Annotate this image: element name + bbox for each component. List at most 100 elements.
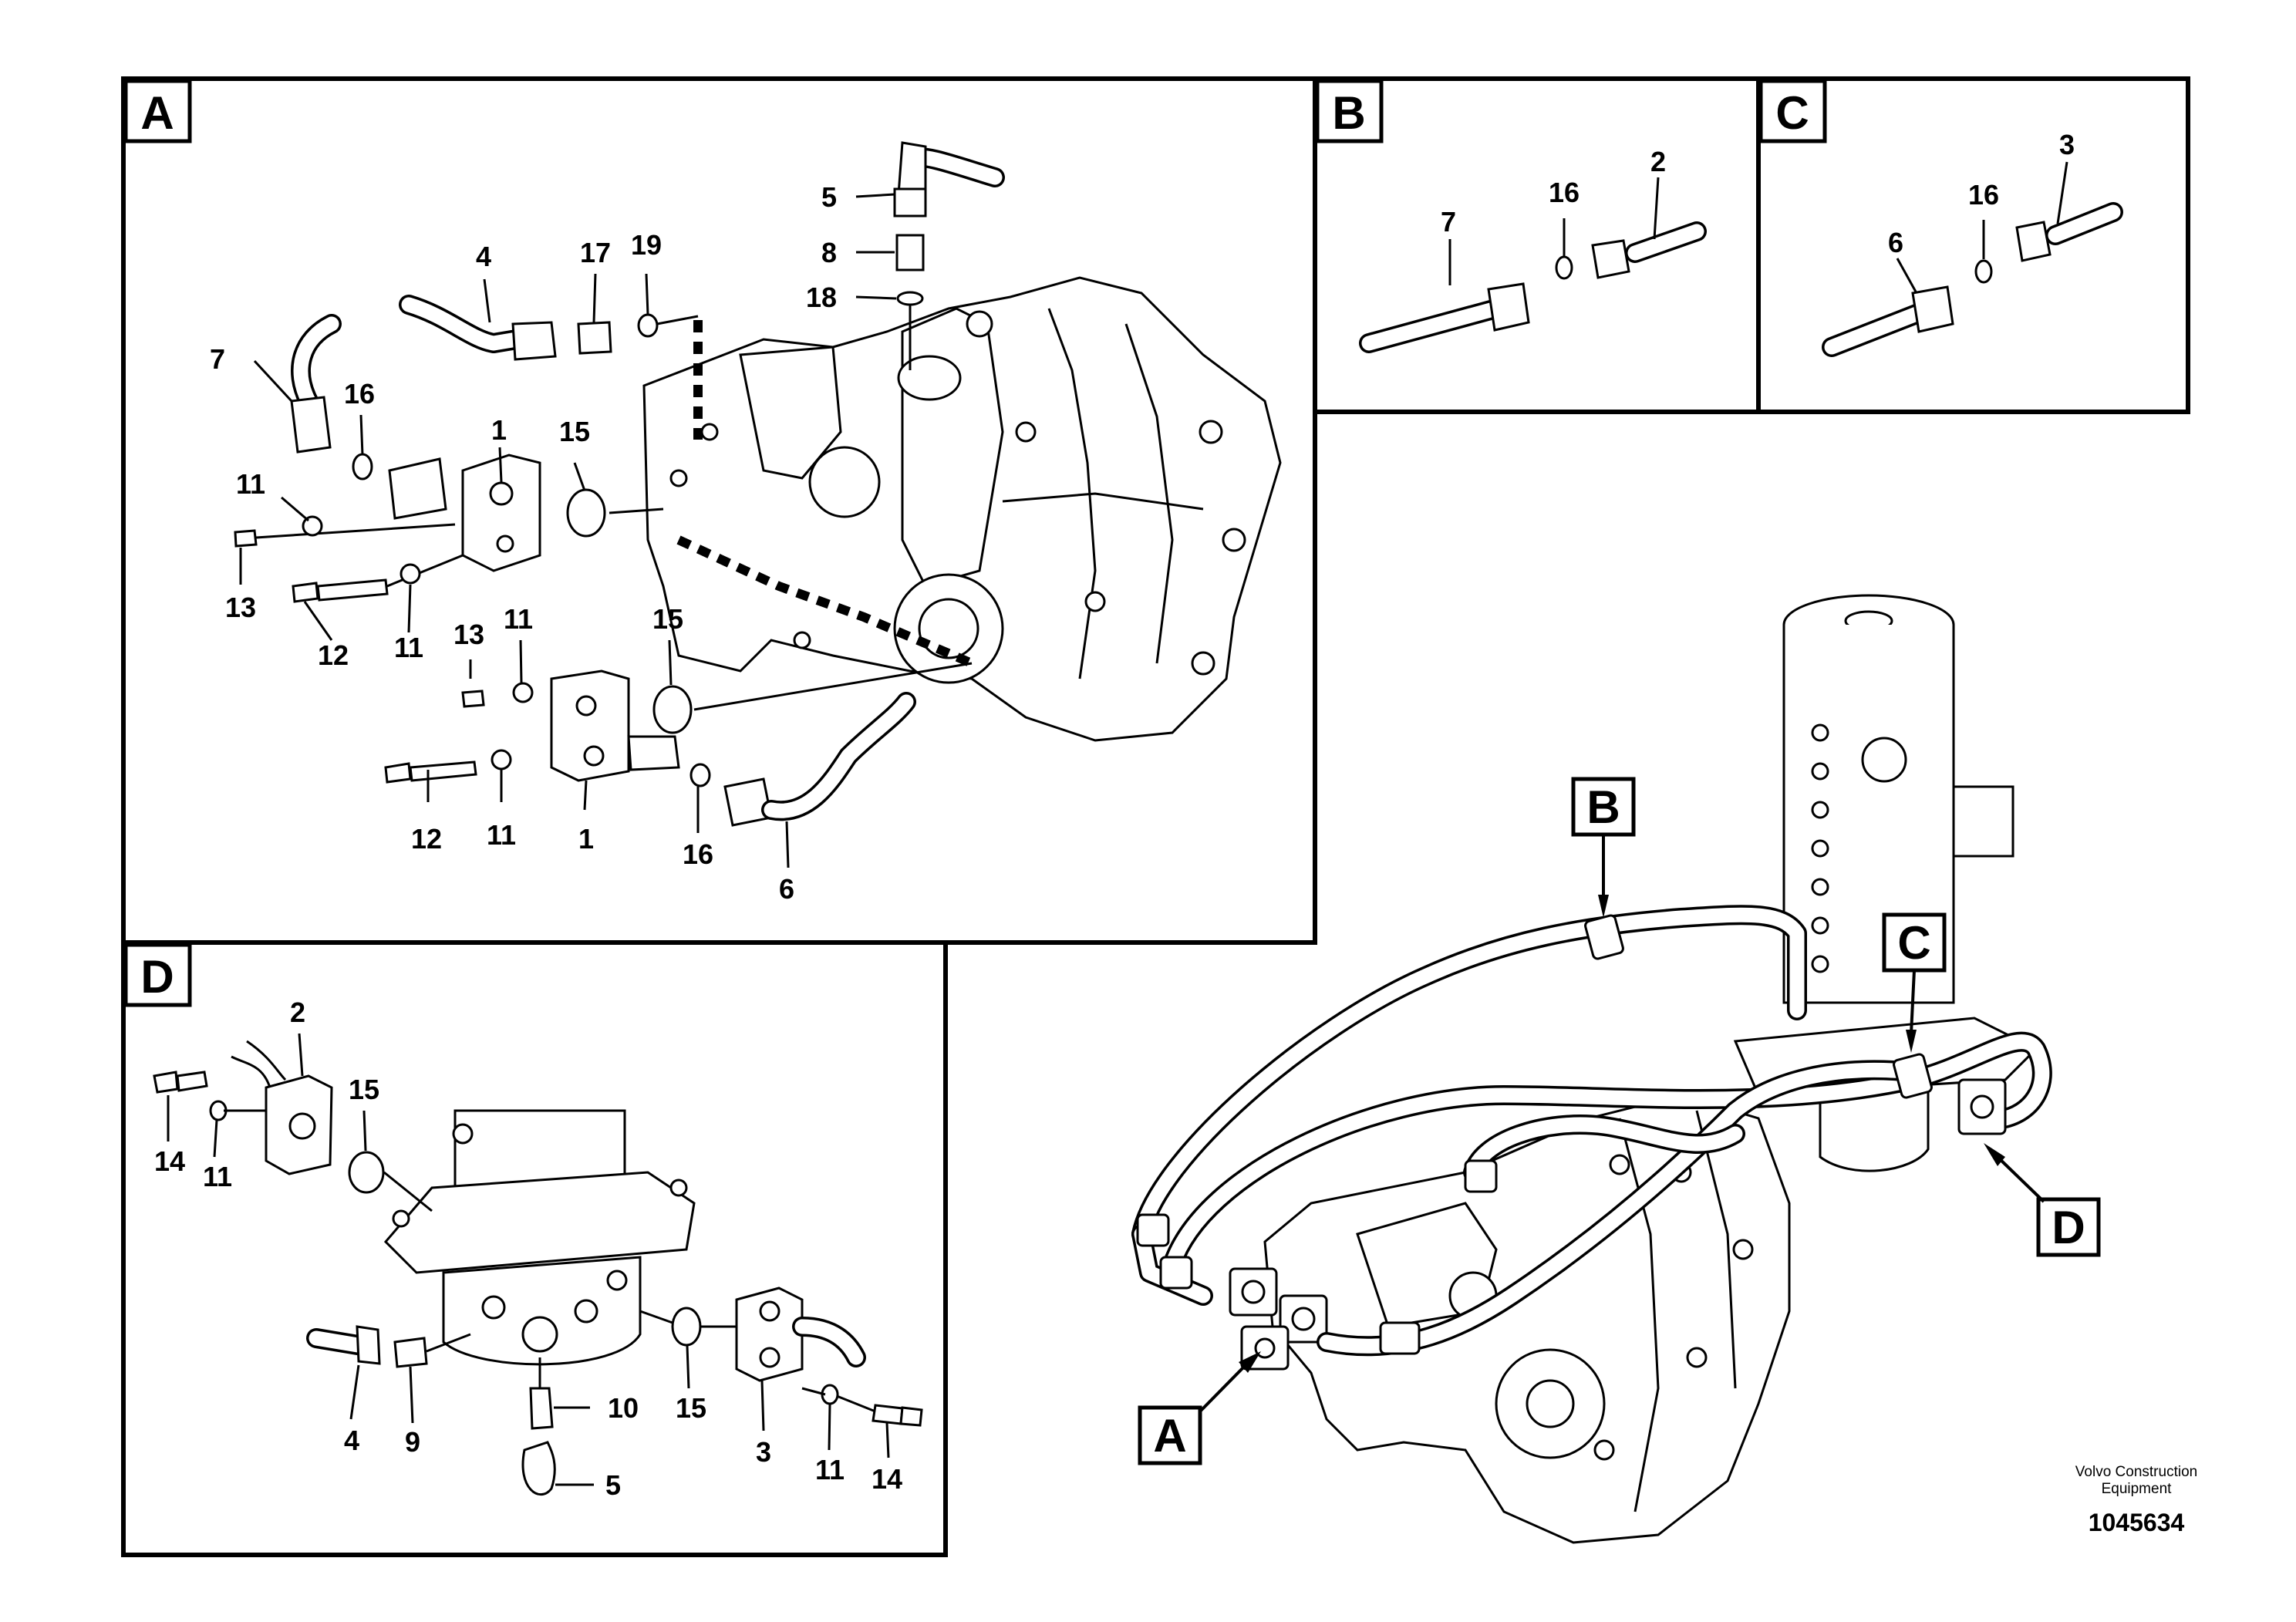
part-label-12: 12 bbox=[318, 639, 349, 671]
oring-16-c bbox=[1974, 259, 1993, 284]
part-label-3: 3 bbox=[756, 1436, 771, 1468]
part-label-3: 3 bbox=[2059, 129, 2075, 160]
callout-c: C bbox=[1882, 912, 1947, 1053]
part-label-11: 11 bbox=[487, 819, 516, 851]
oring-15-upper bbox=[566, 488, 606, 538]
panel-c-tag: C bbox=[1758, 79, 1827, 143]
part-label-15: 15 bbox=[652, 603, 683, 635]
part-label-16: 16 bbox=[344, 378, 375, 410]
part-label-5: 5 bbox=[821, 181, 837, 213]
swivel-tower bbox=[1782, 625, 1955, 1004]
part-label-1: 1 bbox=[578, 823, 594, 855]
swivel-block bbox=[442, 1256, 642, 1366]
part-label-10: 10 bbox=[608, 1392, 639, 1424]
bolt-12-lower bbox=[384, 762, 412, 784]
drawing-number: 1045634 bbox=[2088, 1509, 2185, 1536]
panel-a-tag: A bbox=[123, 79, 192, 143]
part-label-11: 11 bbox=[504, 603, 533, 635]
callout-d: D bbox=[1984, 1143, 2101, 1257]
callout-b: B bbox=[1571, 777, 1636, 918]
hex-cap bbox=[808, 446, 881, 518]
part-label-16: 16 bbox=[1549, 177, 1580, 208]
port-10 bbox=[521, 1316, 558, 1353]
seal-18 bbox=[896, 291, 924, 306]
hose4-elbow bbox=[511, 321, 557, 361]
part-label-7: 7 bbox=[210, 343, 225, 375]
hose5-elbow bbox=[897, 141, 927, 196]
adapter-10 bbox=[529, 1387, 554, 1430]
oring-16-lower bbox=[689, 763, 711, 787]
bolt-14-lower bbox=[872, 1404, 904, 1425]
oring-15-lower bbox=[652, 685, 693, 734]
part-label-16: 16 bbox=[683, 838, 713, 870]
part-label-18: 18 bbox=[806, 282, 837, 313]
flange-3 bbox=[735, 1286, 804, 1382]
swivel-base-plate bbox=[383, 1171, 696, 1274]
part-label-5: 5 bbox=[605, 1469, 621, 1501]
part-label-4: 4 bbox=[476, 241, 491, 272]
seal-19 bbox=[637, 313, 659, 338]
part-label-11: 11 bbox=[815, 1454, 845, 1485]
part-label-15: 15 bbox=[676, 1392, 706, 1424]
callout-c-letter: C bbox=[1897, 917, 1930, 969]
panel-c-artwork bbox=[1822, 161, 2123, 357]
hose6-nut bbox=[723, 777, 773, 827]
part-label-7: 7 bbox=[1441, 206, 1456, 238]
callout-b-letter: B bbox=[1586, 781, 1620, 833]
coupling-b bbox=[1584, 914, 1624, 960]
panel-b-letter: B bbox=[1332, 87, 1365, 139]
adapter-9 bbox=[393, 1337, 428, 1368]
coupling-c bbox=[1893, 1053, 1933, 1099]
part-label-1: 1 bbox=[491, 414, 507, 446]
swivel-side-port bbox=[1861, 737, 1907, 783]
part-label-14: 14 bbox=[872, 1463, 902, 1495]
part-label-6: 6 bbox=[779, 873, 794, 905]
drawing-footer: Volvo Construction Equipment 1045634 bbox=[1974, 1464, 2296, 1537]
part-label-14: 14 bbox=[154, 1145, 185, 1177]
panel-b-artwork bbox=[1359, 177, 1707, 353]
bolt-13-upper bbox=[234, 529, 258, 548]
washer-11-lower-a bbox=[512, 682, 534, 703]
part-label-15: 15 bbox=[349, 1074, 379, 1105]
connector-8 bbox=[895, 234, 925, 271]
part-label-13: 13 bbox=[453, 619, 484, 650]
callout-a: A bbox=[1138, 1351, 1261, 1465]
part-label-12: 12 bbox=[411, 823, 442, 855]
washer-11-upper-b bbox=[400, 563, 421, 585]
part-label-11: 11 bbox=[394, 632, 423, 663]
hose5-nut bbox=[893, 187, 927, 218]
callout-d-letter: D bbox=[2052, 1202, 2085, 1253]
panel-c-letter: C bbox=[1775, 87, 1809, 139]
washer-11-lower-b bbox=[491, 749, 512, 771]
panel-d-letter: D bbox=[140, 951, 174, 1003]
dash-line-lower bbox=[676, 535, 974, 668]
bolt-12-upper bbox=[292, 582, 319, 603]
panel-d-tag: D bbox=[123, 943, 192, 1007]
oring-16-upper bbox=[352, 453, 373, 481]
panel-a-letter: A bbox=[140, 87, 174, 139]
bolt-14-upper bbox=[153, 1071, 179, 1094]
fitting-upper bbox=[388, 457, 447, 520]
part-label-4: 4 bbox=[344, 1425, 359, 1456]
hose7-nut bbox=[290, 396, 332, 454]
fitting-3-c bbox=[2015, 221, 2052, 262]
fitting-lower bbox=[627, 735, 680, 771]
part-label-15: 15 bbox=[559, 416, 590, 447]
hose7-nut-b bbox=[1487, 282, 1530, 332]
part-label-11: 11 bbox=[236, 468, 265, 500]
oring-15-d-upper bbox=[348, 1151, 385, 1194]
manufacturer-line-2: Equipment bbox=[2101, 1481, 2172, 1497]
callout-a-letter: A bbox=[1153, 1410, 1186, 1462]
flange-1-lower bbox=[550, 669, 630, 782]
part-label-19: 19 bbox=[631, 229, 662, 261]
panel-a-labels: 7 16 1 15 11 13 12 11 4 17 19 5 8 18 13 … bbox=[210, 181, 837, 905]
oring-16-b bbox=[1555, 255, 1573, 280]
part-label-8: 8 bbox=[821, 237, 837, 268]
part-label-11: 11 bbox=[203, 1161, 232, 1192]
part-label-9: 9 bbox=[405, 1426, 420, 1458]
hose6-nut-c bbox=[1911, 285, 1954, 333]
part-label-17: 17 bbox=[580, 237, 611, 268]
bolt-13-lower bbox=[461, 690, 485, 708]
manufacturer-line-1: Volvo Construction bbox=[2075, 1464, 2198, 1480]
